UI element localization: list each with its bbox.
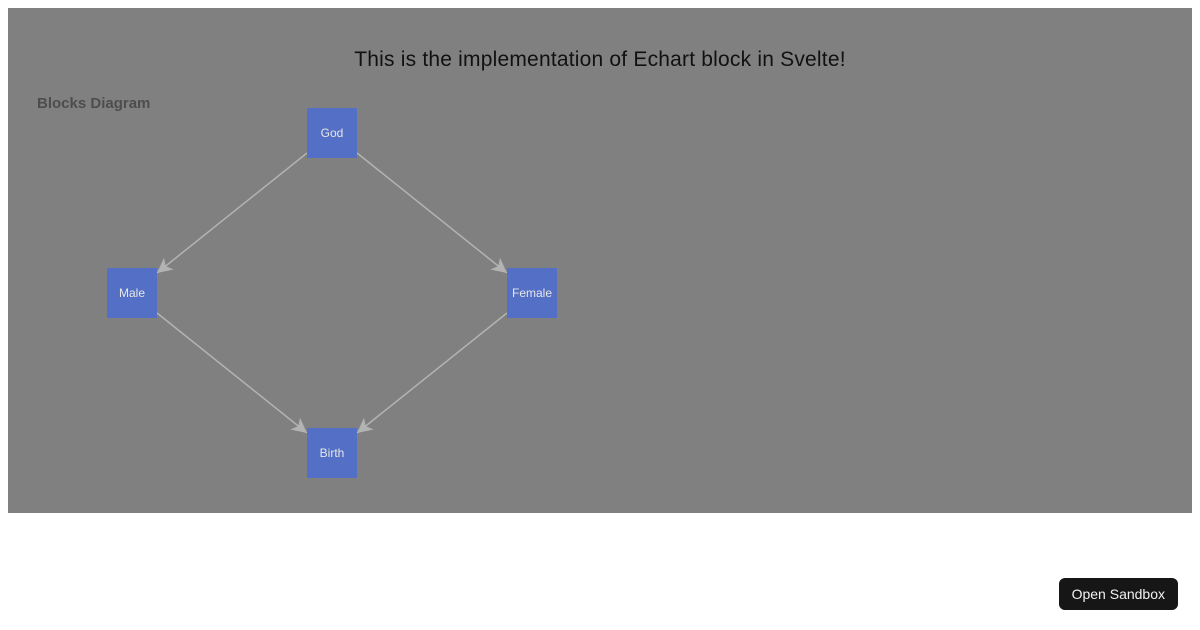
diagram-node-male[interactable]: Male [107, 268, 157, 318]
diagram-node-god[interactable]: God [307, 108, 357, 158]
edge-male-to-birth [156, 312, 308, 434]
edge-god-to-male [156, 152, 308, 274]
diagram-node-birth[interactable]: Birth [307, 428, 357, 478]
page-title: This is the implementation of Echart blo… [354, 48, 846, 71]
open-sandbox-button[interactable]: Open Sandbox [1058, 578, 1178, 610]
preview-panel: This is the implementation of Echart blo… [8, 8, 1192, 513]
edge-female-to-birth [356, 312, 508, 434]
edge-god-to-female [356, 152, 508, 274]
edge-layer [156, 152, 508, 434]
diagram-title: Blocks Diagram [37, 95, 151, 112]
diagram-node-female[interactable]: Female [507, 268, 557, 318]
